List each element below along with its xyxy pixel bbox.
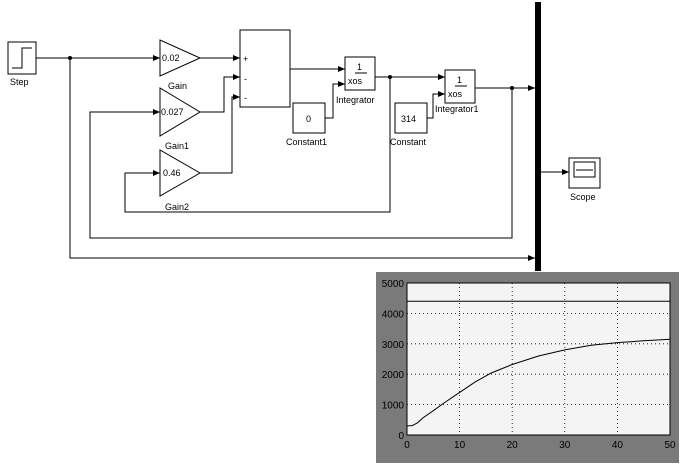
integrator1-den: xos	[448, 89, 463, 99]
scope-block[interactable]: Scope	[568, 157, 601, 202]
integrator1-block[interactable]: 1 xos Integrator1	[435, 69, 479, 114]
x-tick-label: 20	[507, 440, 519, 451]
signal-lines	[36, 55, 569, 261]
y-tick-label: 4000	[382, 309, 405, 320]
y-tick-label: 0	[398, 431, 404, 442]
integrator1-num: 1	[457, 75, 462, 85]
constant-block[interactable]: 314 Constant	[390, 102, 428, 147]
step-block[interactable]: Step	[7, 41, 37, 87]
gain2-block[interactable]: 0.46 Gain2	[159, 149, 202, 212]
integrator-den: xos	[348, 76, 363, 86]
gain-value: 0.02	[162, 53, 180, 63]
integrator-label: Integrator	[336, 95, 375, 105]
scope-label: Scope	[570, 192, 596, 202]
step-label: Step	[10, 77, 29, 87]
x-tick-label: 40	[612, 440, 624, 451]
constant-value: 314	[401, 114, 416, 124]
constant1-label: Constant1	[286, 137, 327, 147]
integrator-num: 1	[357, 62, 362, 72]
scope-plot: 0 10 20 30 40 50 0 1000 2000 3000 4000 5000	[382, 279, 676, 451]
scope-window[interactable]: 0 10 20 30 40 50 0 1000 2000 3000 4000 5000	[376, 272, 679, 463]
gain2-value: 0.46	[163, 168, 181, 178]
gain1-label: Gain1	[165, 141, 189, 151]
constant-label: Constant	[390, 137, 427, 147]
sum-sign-3: -	[244, 93, 247, 103]
y-tick-label: 1000	[382, 401, 405, 412]
x-tick-label: 50	[664, 440, 676, 451]
integrator-block[interactable]: 1 xos Integrator	[336, 56, 376, 105]
gain-block[interactable]: 0.02 Gain	[159, 39, 202, 91]
integrator1-label: Integrator1	[435, 104, 479, 114]
x-tick-label: 10	[454, 440, 466, 451]
constant1-block[interactable]: 0 Constant1	[286, 102, 327, 147]
gain2-label: Gain2	[165, 202, 189, 212]
sum-block[interactable]: + - -	[239, 29, 291, 108]
sum-sign-1: +	[243, 54, 248, 64]
x-tick-label: 30	[559, 440, 571, 451]
gain1-value: 0.027	[161, 107, 184, 117]
sum-sign-2: -	[244, 74, 247, 84]
y-tick-label: 3000	[382, 340, 405, 351]
mux-block[interactable]	[535, 2, 541, 271]
gain-label: Gain	[168, 81, 187, 91]
series-line-2	[406, 338, 671, 427]
plot-area	[406, 282, 671, 436]
constant1-value: 0	[306, 114, 311, 124]
y-tick-label: 2000	[382, 370, 405, 381]
gain1-block[interactable]: 0.027 Gain1	[159, 87, 201, 151]
x-tick-label: 0	[404, 440, 410, 451]
y-tick-label: 5000	[382, 279, 405, 290]
